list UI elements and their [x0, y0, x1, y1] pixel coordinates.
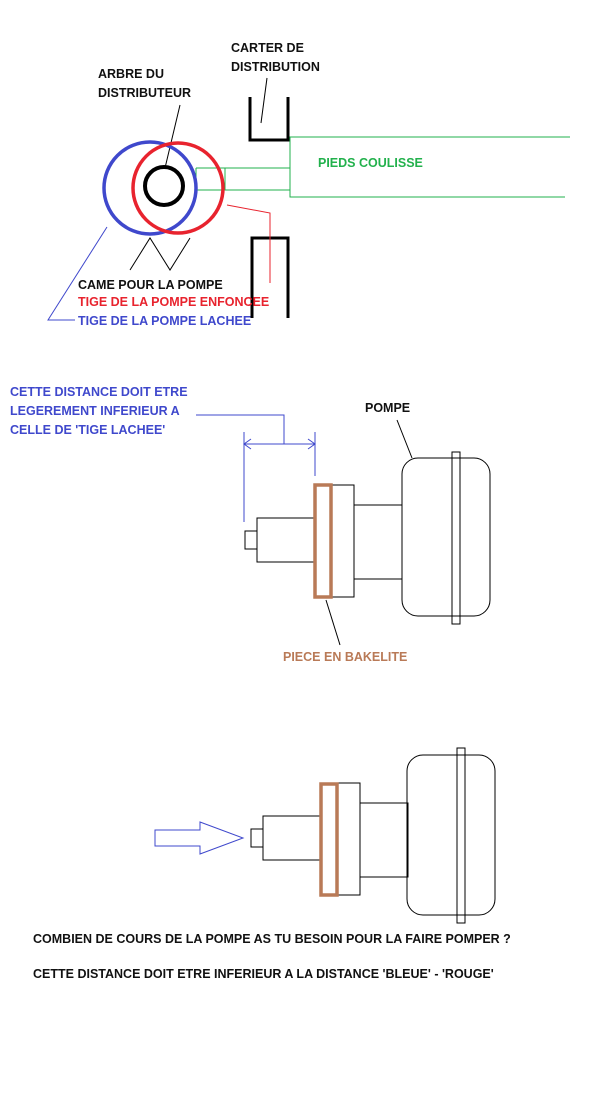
- carter-label-line2: DISTRIBUTION: [231, 60, 320, 74]
- bakelite-piece: [313, 483, 333, 599]
- question-text: COMBIEN DE COURS DE LA POMPE AS TU BESOI…: [33, 932, 511, 946]
- came-label: CAME POUR LA POMPE: [78, 278, 223, 292]
- carter-leader-line: [260, 77, 268, 124]
- came-leader-line: [129, 237, 191, 271]
- red-leader-line: [226, 204, 271, 283]
- blue-leader-line: [47, 226, 108, 321]
- conclusion-text: CETTE DISTANCE DOIT ETRE INFERIEUR A LA …: [33, 967, 494, 981]
- distance-note-line3: CELLE DE 'TIGE LACHEE': [10, 423, 165, 437]
- distance-dimension: [196, 414, 316, 522]
- carter-upper-bracket: [248, 97, 290, 142]
- pompe-label: POMPE: [365, 401, 410, 415]
- push-arrow: [154, 821, 245, 855]
- bakelite-piece-pushed: [319, 782, 339, 897]
- distance-note-line1: CETTE DISTANCE DOIT ETRE: [10, 385, 188, 399]
- pieds-coulisse-label: PIEDS COULISSE: [318, 156, 423, 170]
- cam-blue-circle: [102, 140, 198, 236]
- bakelite-label: PIECE EN BAKELITE: [283, 650, 407, 664]
- bakelite-leader-line: [325, 599, 341, 646]
- arbre-label-line2: DISTRIBUTEUR: [98, 86, 191, 100]
- pump-body-pushed: [250, 747, 496, 924]
- carter-label-line1: CARTER DE: [231, 41, 304, 55]
- pump-body: [244, 451, 491, 625]
- cam-red-circle: [131, 141, 225, 235]
- tige-enfoncee-label: TIGE DE LA POMPE ENFONCEE: [78, 295, 269, 309]
- pompe-leader-line: [396, 419, 413, 459]
- arbre-leader-line: [164, 104, 181, 169]
- distributor-shaft-circle: [143, 165, 185, 207]
- arbre-label-line1: ARBRE DU: [98, 67, 164, 81]
- tige-lachee-label: TIGE DE LA POMPE LACHEE: [78, 314, 251, 328]
- distance-note-line2: LEGEREMENT INFERIEUR A: [10, 404, 180, 418]
